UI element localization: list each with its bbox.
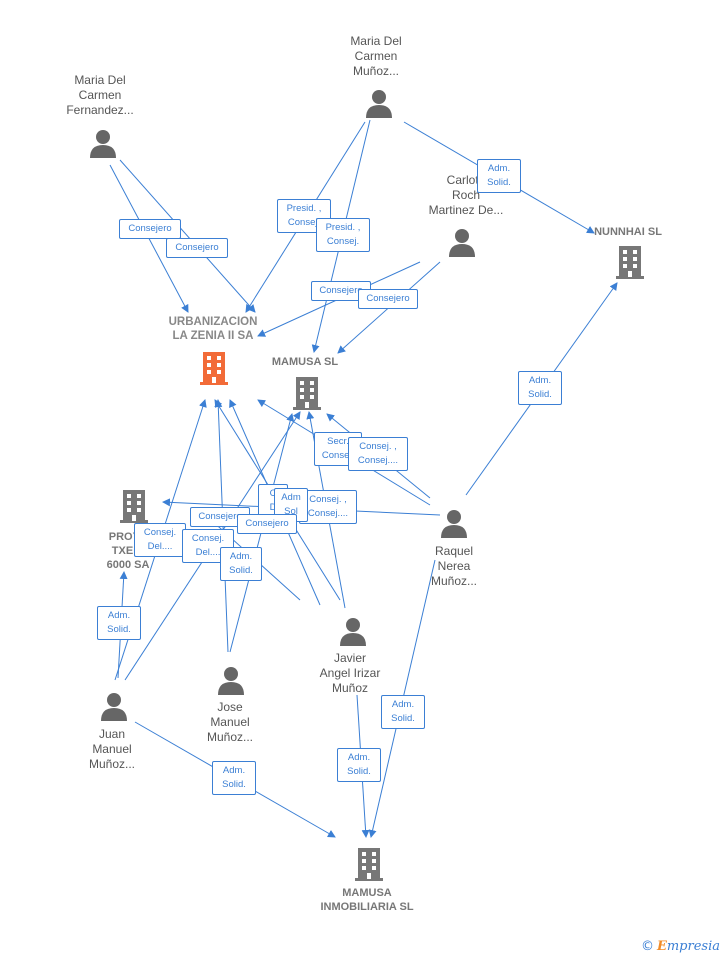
brand-footer[interactable]: ©Empresia (641, 939, 720, 954)
company-label[interactable]: MAMUSA INMOBILIARIA SL (320, 887, 414, 913)
building-icon[interactable] (118, 488, 150, 524)
edge-label[interactable]: Adm. Solid. (212, 761, 256, 795)
edge-label[interactable]: Consejero (237, 514, 297, 534)
edge-label[interactable]: Secr. Consej. (314, 432, 362, 466)
edge-label[interactable]: Adm. Solid. (518, 371, 562, 405)
person-label[interactable]: Raquel Nerea Muñoz... (430, 544, 478, 588)
edge-line (119, 159, 256, 313)
edge-label[interactable]: Adm. Solid. (381, 695, 425, 729)
edge-label[interactable]: Adm. Solid. (477, 159, 521, 193)
edge-label[interactable]: Presid. , Consej. (277, 199, 331, 233)
edge-label[interactable]: Adm. Solid. (97, 606, 141, 640)
person-label[interactable]: Carlota Roch Martinez De... (428, 173, 504, 217)
copyright-icon: © (640, 939, 654, 954)
edge-label[interactable]: Consejero (166, 238, 228, 258)
person-icon[interactable] (338, 616, 368, 646)
building-icon[interactable] (291, 375, 323, 411)
brand-initial: E (656, 939, 667, 954)
building-icon[interactable] (353, 846, 385, 882)
edge-label[interactable]: Adm. Solid. (220, 547, 262, 581)
person-icon[interactable] (88, 128, 118, 158)
person-label[interactable]: Maria Del Carmen Muñoz... (350, 34, 402, 78)
edge-label[interactable]: Consej. , Consej.... (299, 490, 357, 524)
edge-label[interactable]: Consejero (311, 281, 371, 301)
edge-label[interactable]: Consej. Del.... (134, 523, 186, 557)
person-label[interactable]: Jose Manuel Muñoz... (206, 700, 254, 744)
brand-name: mpresia (666, 939, 720, 954)
person-icon[interactable] (99, 691, 129, 721)
building-icon[interactable] (614, 244, 646, 280)
edge-label[interactable]: Presid. , Consej. (316, 218, 370, 252)
company-label-highlight[interactable]: URBANIZACION LA ZENIA II SA (168, 316, 258, 342)
person-label[interactable]: Juan Manuel Muñoz... (88, 727, 136, 771)
person-label[interactable]: Javier Angel Irizar Muñoz (319, 651, 381, 695)
person-icon[interactable] (439, 508, 469, 538)
company-label[interactable]: NUNNHAI SL (594, 226, 662, 238)
person-icon[interactable] (447, 227, 477, 257)
edge-label[interactable]: Adm. Solid. (337, 748, 381, 782)
person-label[interactable]: Maria Del Carmen Fernandez... (66, 73, 134, 117)
edge-label[interactable]: Consejero (358, 289, 418, 309)
person-icon[interactable] (216, 665, 246, 695)
edge-label[interactable]: Consejero (119, 219, 181, 239)
person-icon[interactable] (364, 88, 394, 118)
edge-label[interactable]: Consej. , Consej.... (348, 437, 408, 471)
company-label[interactable]: MAMUSA SL (271, 356, 339, 368)
building-icon[interactable] (198, 350, 230, 386)
